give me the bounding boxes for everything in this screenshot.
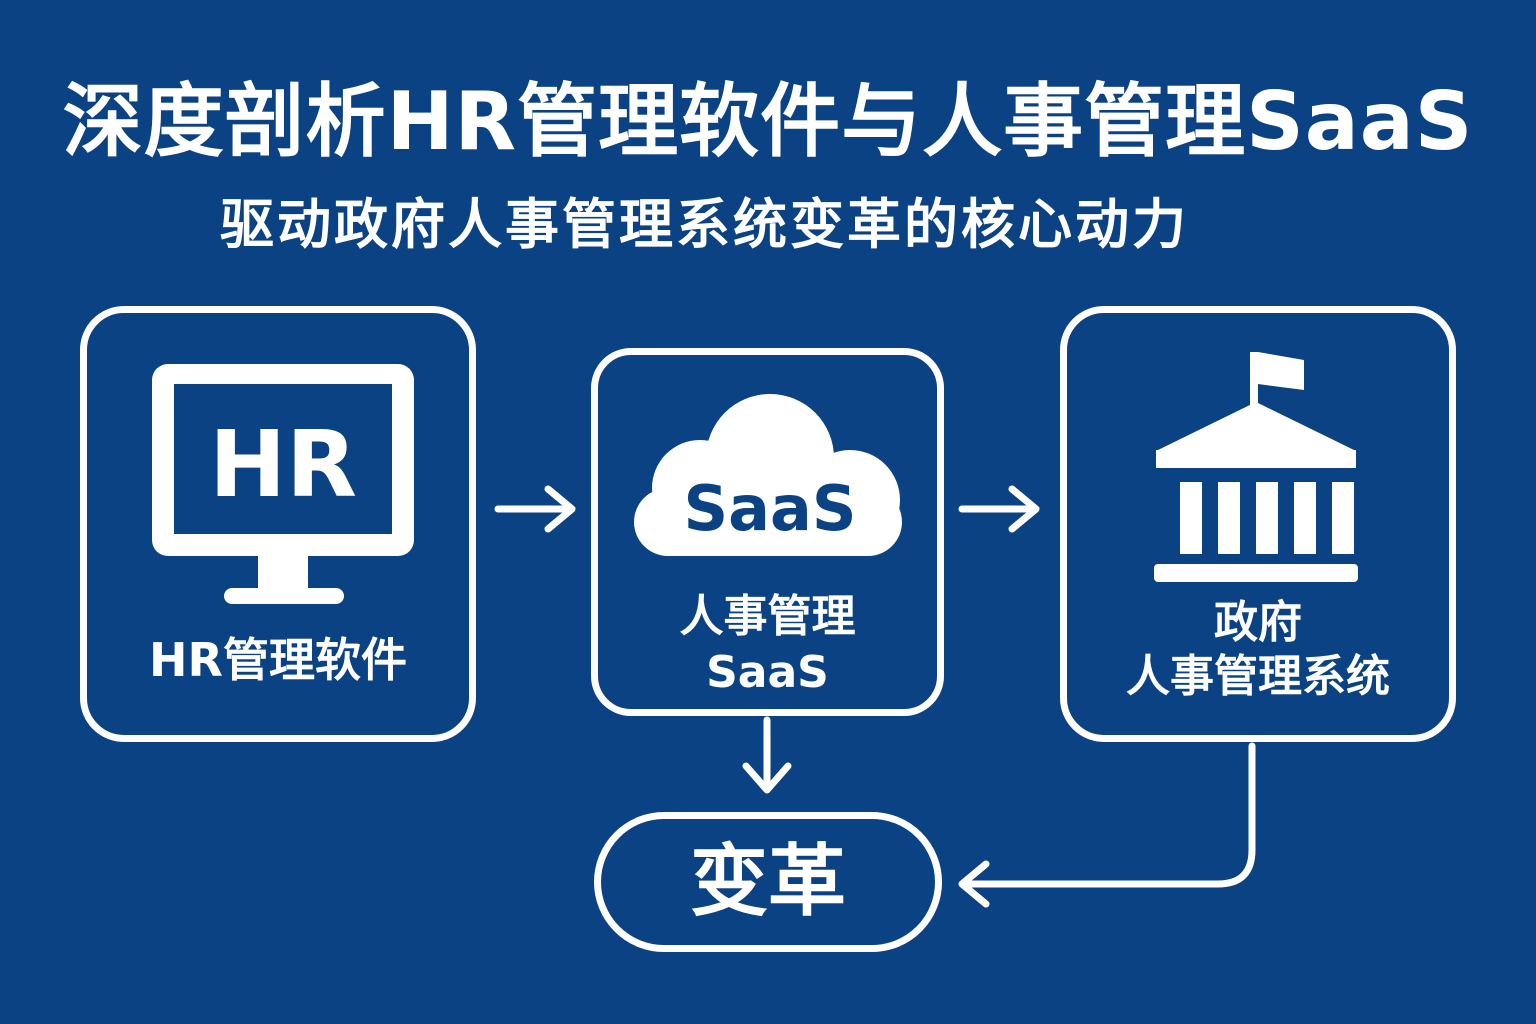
arrow-saas-to-government [958,485,1040,533]
cloud-icon: SaaS [634,394,902,556]
change-node [594,812,942,952]
arrow-saas-to-change [742,716,792,794]
cloud-saas-text: SaaS [684,472,857,545]
saas-label-line2: SaaS [706,647,829,698]
hr-software-node [80,306,476,742]
change-label: 变革 [689,837,846,927]
government-system-node [1060,306,1456,742]
hr-software-label: HR管理软件 [149,633,407,687]
page-title: 深度剖析HR管理软件与人事管理SaaS [62,75,1474,168]
page-subtitle: 驱动政府人事管理系统变革的核心动力 [220,193,1189,256]
monitor-icon: HR [152,364,414,604]
government-label-line1: 政府 [1214,597,1302,648]
government-building-icon [1154,352,1358,582]
arrow-government-to-change [958,742,1256,908]
saas-label-line1: 人事管理 [679,591,856,642]
saas-node [591,348,944,716]
arrow-hr-to-saas [494,485,576,533]
government-label-line2: 人事管理系统 [1126,651,1390,702]
monitor-hr-text: HR [209,411,357,518]
